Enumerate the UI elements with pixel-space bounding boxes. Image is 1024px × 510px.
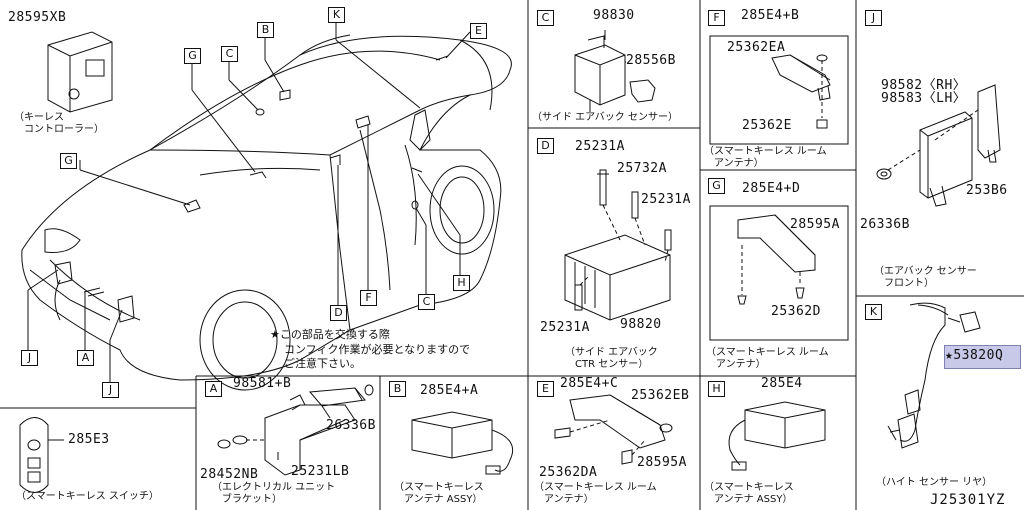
part-number-A-4: 25231LB [291, 464, 350, 479]
callout-C-2[interactable]: C [418, 294, 435, 310]
panel-E-label: E [537, 381, 554, 397]
part-number-J-1: 98582〈RH〉 [881, 78, 967, 93]
part-number-D-4: 25231A [540, 320, 590, 335]
part-number-A-2: 26336B [326, 418, 376, 433]
part-number-D-5: 98820 [620, 317, 662, 332]
highlight-53820Q [944, 345, 1021, 369]
caption-switch: （スマートキーレス スイッチ） [16, 491, 159, 502]
caption-A: （エレクトリカル ユニット ブラケット） [212, 482, 336, 505]
part-number-H-1: 285E4 [761, 376, 803, 391]
callout-E[interactable]: E [470, 23, 487, 39]
callout-A[interactable]: A [77, 350, 94, 366]
callout-C-1[interactable]: C [221, 46, 238, 62]
callout-G-2[interactable]: G [60, 153, 77, 169]
caption-K: （ハイト センサー リヤ） [876, 477, 993, 488]
panel-H-label: H [708, 381, 725, 397]
caption-B: （スマートキーレス アンテナ ASSY） [394, 482, 484, 505]
part-number-D-1: 25231A [575, 139, 625, 154]
panel-G-label: G [708, 178, 725, 194]
part-number-J-2: 98583〈LH〉 [881, 91, 967, 106]
part-number-J-3: 26336B [860, 217, 910, 232]
part-number-F-3: 25362E [742, 118, 792, 133]
note-line-3: ご注意下さい。 [284, 357, 361, 370]
part-number-E-1: 285E4+C [560, 376, 619, 391]
part-number-G-1: 285E4+D [742, 181, 801, 196]
callout-K[interactable]: K [328, 7, 345, 23]
caption-keyless-controller: （キーレス コントローラー） [14, 112, 104, 135]
part-number-J-4: 253B6 [966, 183, 1008, 198]
callout-J-2[interactable]: J [102, 382, 119, 398]
note-line-2: コンフィク作業が必要となりますので [284, 343, 471, 356]
part-number-E-4: 28595A [637, 455, 687, 470]
part-number-G-3: 25362D [771, 304, 821, 319]
callout-H[interactable]: H [453, 275, 470, 291]
note-line-1: ★この部品を交換する際 [270, 329, 390, 341]
panel-C-label: C [537, 10, 554, 26]
panel-D-label: D [537, 138, 554, 154]
note-text-1: この部品を交換する際 [279, 328, 390, 341]
part-number-B-1: 285E4+A [420, 383, 479, 398]
callout-D[interactable]: D [330, 305, 347, 321]
part-number-keyless-controller: 28595XB [8, 10, 67, 25]
part-number-F-2: 25362EA [727, 40, 786, 55]
diagram-reference: J25301YZ [930, 492, 1006, 508]
panel-B-label: B [389, 381, 406, 397]
part-number-E-3: 25362DA [539, 465, 598, 480]
panel-J-label: J [865, 10, 882, 26]
part-number-A-3: 28452NB [200, 467, 259, 482]
callout-J-1[interactable]: J [21, 350, 38, 366]
part-number-D-2: 25732A [617, 161, 667, 176]
panel-A-label: A [205, 381, 222, 397]
callout-B[interactable]: B [257, 22, 274, 38]
panel-K-label: K [865, 304, 882, 320]
caption-E: （スマートキーレス ルーム アンテナ） [534, 482, 657, 505]
part-number-F-1: 285E4+B [741, 8, 800, 23]
part-number-A-1: 98581+B [233, 376, 292, 391]
caption-H: （スマートキーレス アンテナ ASSY） [704, 482, 794, 505]
callout-G-1[interactable]: G [184, 48, 201, 64]
caption-F: （スマートキーレス ルーム アンテナ） [704, 146, 827, 169]
part-number-D-3: 25231A [641, 192, 691, 207]
callout-F[interactable]: F [360, 290, 377, 306]
caption-D: （サイド エアバック CTR センサー） [565, 347, 658, 370]
part-number-switch: 285E3 [68, 432, 110, 447]
part-number-K-1[interactable]: ★53820Q [945, 348, 1004, 363]
caption-G: （スマートキーレス ルーム アンテナ） [706, 347, 829, 370]
caption-C: （サイド エアバック センサー） [532, 112, 678, 123]
part-number-E-2: 25362EB [631, 388, 690, 403]
part-number-C-2: 28556B [626, 53, 676, 68]
note-star: ★ [270, 328, 280, 341]
part-number-G-2: 28595A [790, 217, 840, 232]
part-number-C-1: 98830 [593, 8, 635, 23]
panel-F-label: F [708, 10, 725, 26]
caption-J: （エアバック センサー フロント） [874, 266, 977, 289]
